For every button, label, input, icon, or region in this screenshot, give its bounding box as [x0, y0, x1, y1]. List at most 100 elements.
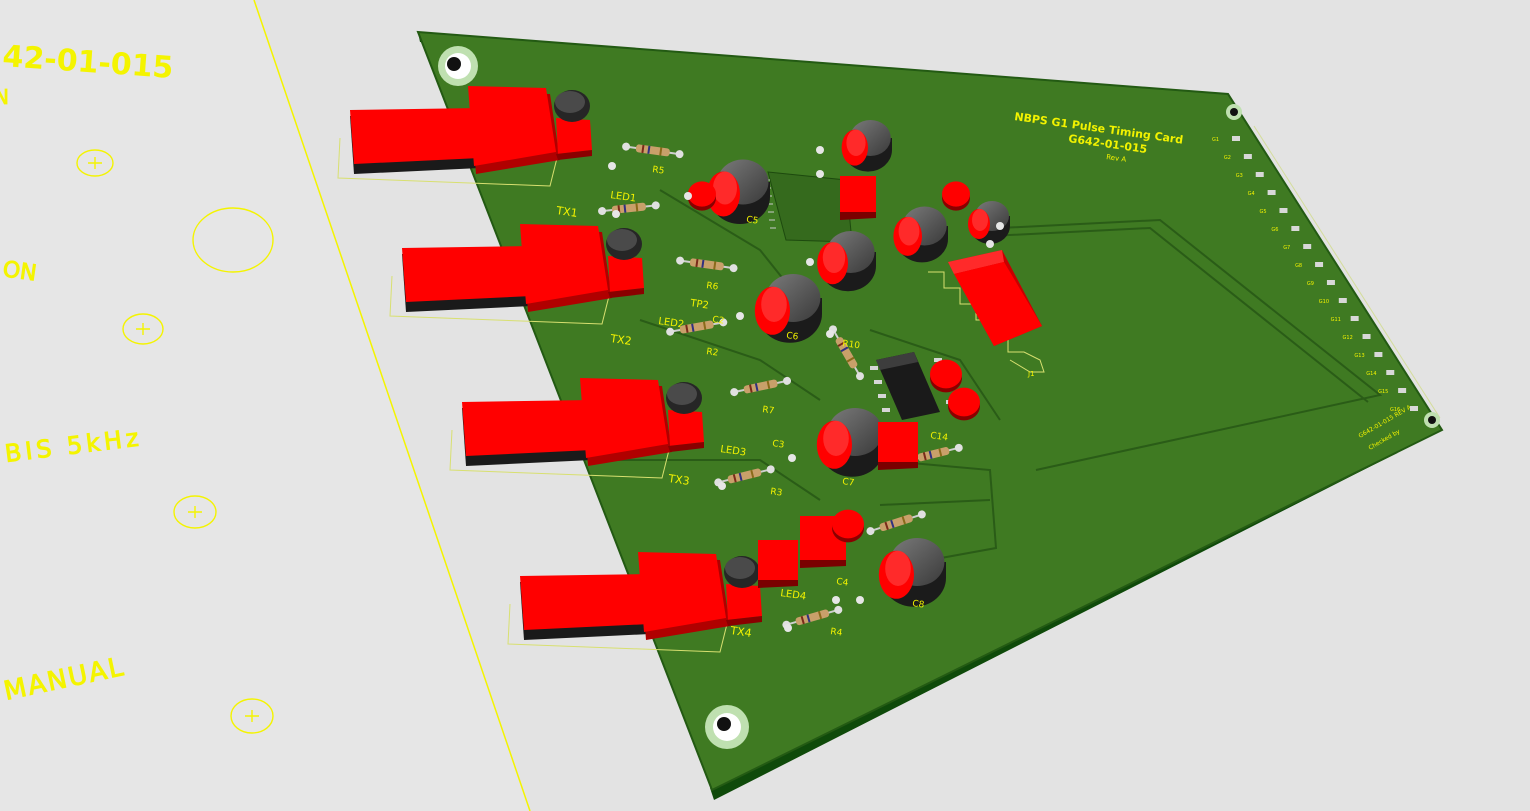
edge-pin-pad: [1350, 316, 1359, 321]
resistor-r4: [782, 605, 843, 629]
solder-pad: [684, 192, 692, 200]
capacitor: [841, 120, 892, 172]
label-led3: LED3: [720, 444, 747, 459]
edge-pin-label: G5: [1259, 209, 1266, 215]
bnc-connector-2: [389, 224, 644, 325]
edge-pin-pad: [1232, 136, 1240, 141]
panel-label-on: ON: [1, 257, 38, 286]
resistor-r2: [666, 318, 728, 336]
label-c6: C6: [786, 331, 800, 343]
edge-pin-label: G3: [1236, 173, 1243, 179]
pcb-mounting-hole: [438, 46, 1440, 749]
front-panel: 42-01-015 N ON BIS 5kHz MANUAL: [0, 0, 531, 811]
label-led1: LED1: [610, 190, 637, 205]
label-c3: C3: [772, 439, 785, 451]
label-tx1: TX1: [555, 204, 579, 220]
solder-pad: [986, 240, 994, 248]
edge-pin-pad: [1303, 244, 1312, 249]
pcb-board: NBPS G1 Pulse Timing Card G642-01-015 Re…: [337, 30, 1444, 800]
edge-pin-pad: [1255, 172, 1264, 177]
solder-pad: [832, 596, 840, 604]
edge-pin-label: G15: [1378, 389, 1388, 395]
edge-pin-pad: [1326, 280, 1335, 285]
edge-pin-label: G14: [1366, 371, 1376, 377]
edge-pin-label: G16: [1390, 407, 1400, 413]
capacitor: [817, 231, 876, 292]
edge-pin-pad: [1374, 352, 1383, 357]
label-r6: R6: [706, 281, 720, 293]
label-c4: C4: [836, 577, 850, 589]
resistor-r5: [622, 142, 684, 159]
resistor-r3: [714, 465, 775, 487]
edge-pin-label: G10: [1319, 299, 1329, 305]
edge-pin-pad: [1267, 190, 1276, 195]
capacitor-c5: [707, 159, 770, 224]
edge-pin-label: G9: [1307, 281, 1314, 287]
edge-pin-label: G6: [1271, 227, 1278, 233]
capacitor-c6: [754, 274, 822, 343]
edge-pin-label: G13: [1354, 353, 1364, 359]
resistor-r7: [730, 376, 792, 397]
edge-pin-label: G8: [1295, 263, 1302, 269]
panel-mounting-holes: [76, 149, 274, 734]
edge-pin-label: G2: [1224, 155, 1231, 161]
label-r5: R5: [652, 165, 665, 177]
solder-pad: [612, 210, 620, 218]
ceramic-capacitor: [688, 181, 716, 211]
label-led4: LED4: [780, 588, 807, 603]
relay-block: [948, 250, 1042, 346]
solder-pad: [856, 596, 864, 604]
edge-pin-label: G11: [1331, 317, 1341, 323]
label-led2: LED2: [658, 316, 685, 331]
label-r7: R7: [762, 405, 775, 417]
resistor: [598, 201, 660, 216]
edge-pin-pad: [1291, 226, 1300, 231]
capacitor-c7: [816, 408, 884, 477]
resistor-r10: [829, 325, 864, 381]
label-r2: R2: [706, 347, 719, 359]
edge-pin-label: G12: [1343, 335, 1353, 341]
solder-pad: [784, 624, 792, 632]
edge-pin-pad: [1243, 154, 1252, 159]
solder-pad: [736, 312, 744, 320]
label-c14: C14: [930, 431, 949, 443]
edge-pin-pad: [1410, 406, 1418, 411]
ceramic-capacitor: [930, 359, 962, 393]
resistor-r6: [676, 256, 738, 273]
ceramic-capacitor: [948, 387, 980, 421]
label-c8: C8: [912, 599, 926, 611]
solder-pad: [816, 146, 824, 154]
solder-pad: [718, 482, 726, 490]
ceramic-capacitor: [878, 422, 918, 470]
label-c7: C7: [842, 477, 855, 489]
edge-pin-pad: [1315, 262, 1324, 267]
panel-edge-line: [253, 0, 531, 811]
panel-led-hole: [192, 207, 274, 273]
solder-pad: [788, 454, 796, 462]
solder-pad: [816, 170, 824, 178]
label-r3: R3: [770, 487, 783, 499]
capacitor-c8: [878, 538, 946, 607]
solder-pad: [826, 330, 834, 338]
label-j1: J1: [1027, 370, 1035, 378]
ceramic-capacitor: [758, 540, 798, 588]
label-r10: R10: [842, 339, 861, 351]
label-tx2: TX2: [609, 332, 633, 348]
edge-pin-label: G1: [1212, 137, 1219, 143]
panel-label-n: N: [0, 85, 9, 109]
edge-pin-pad: [1362, 334, 1371, 339]
label-c2: C2: [712, 315, 725, 327]
edge-pin-pad: [1386, 370, 1395, 375]
solder-pad: [608, 162, 616, 170]
board-revision: Rev A: [1106, 153, 1127, 164]
label-tp2: TP2: [689, 298, 710, 312]
edge-pin-pad: [1279, 208, 1288, 213]
edge-pin-pad: [1338, 298, 1347, 303]
ceramic-capacitor: [840, 176, 876, 220]
ceramic-capacitor: [832, 509, 864, 543]
label-tx4: TX4: [729, 624, 753, 640]
label-r4: R4: [830, 627, 844, 639]
capacitor: [893, 206, 948, 263]
